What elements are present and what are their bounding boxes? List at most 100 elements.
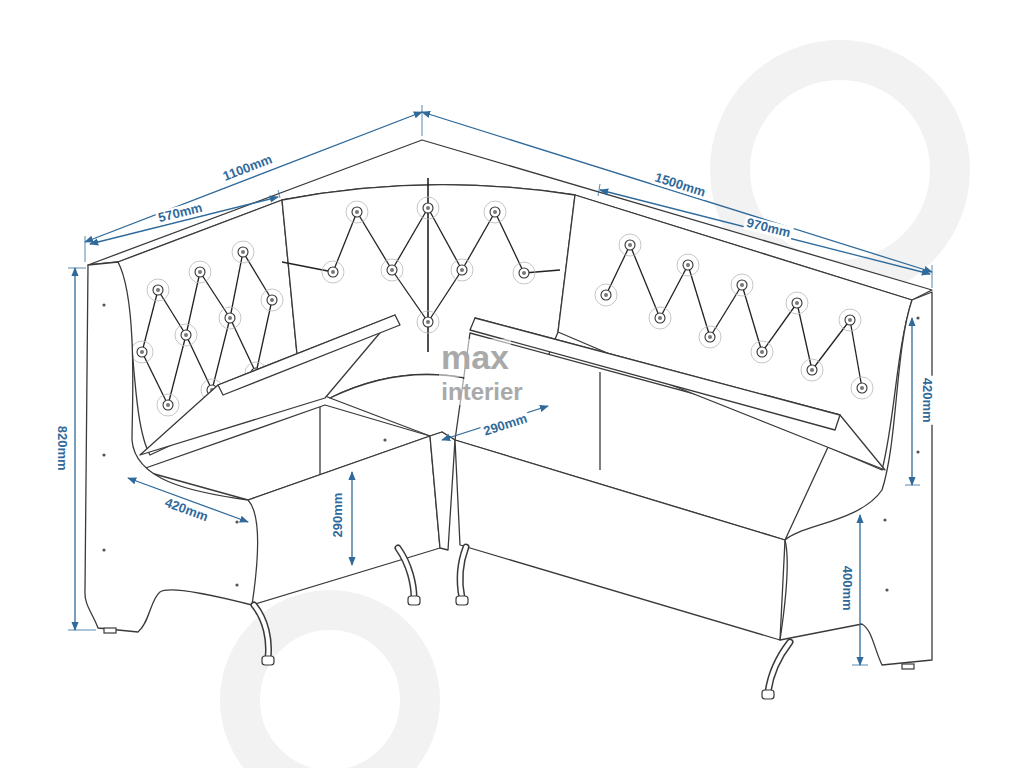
button-ring — [175, 324, 197, 346]
tuft-button — [238, 247, 248, 257]
extension-line — [278, 190, 280, 198]
tuft-seam — [762, 303, 797, 352]
dimension-label: 420mm — [919, 376, 933, 425]
dimension-label: 570mm — [155, 200, 206, 226]
screw-hole — [235, 583, 238, 586]
button-center — [795, 301, 799, 305]
tuft-button — [163, 400, 173, 410]
foot — [902, 664, 914, 669]
button-ring — [157, 394, 179, 416]
tuft-button — [683, 260, 693, 270]
button-center — [848, 318, 852, 322]
dimension-label: 290mm — [331, 491, 345, 540]
button-center — [760, 350, 764, 354]
dimension-label: 420mm — [161, 495, 212, 525]
tuft-seam — [392, 270, 428, 322]
dimension-line — [351, 472, 352, 565]
tuft-seam — [282, 262, 333, 272]
button-ring — [786, 292, 808, 314]
dimension-line — [859, 515, 860, 665]
tuft-button — [195, 267, 205, 277]
tuft-seam — [243, 252, 272, 300]
left-lid-edge — [218, 315, 400, 395]
foot — [456, 596, 468, 605]
tuft-button — [387, 265, 397, 275]
button-ring — [699, 326, 721, 348]
button-center — [860, 386, 864, 390]
tuft-button — [225, 313, 235, 323]
button-center — [270, 298, 274, 302]
button-ring — [417, 311, 439, 333]
foot — [262, 656, 274, 665]
dimension-line — [74, 268, 75, 630]
button-ring — [451, 259, 473, 281]
screw-hole — [102, 453, 105, 456]
button-ring — [801, 359, 823, 381]
dimension-line — [911, 318, 912, 485]
tuft-seam — [230, 318, 256, 373]
button-center — [604, 293, 608, 297]
right-end-panel — [780, 292, 932, 665]
dimension-label: 1500mm — [651, 170, 709, 200]
tuft-seam — [710, 285, 742, 337]
tuft-button — [792, 298, 802, 308]
legs-outline — [254, 547, 790, 692]
extension-line — [68, 630, 96, 631]
button-center — [522, 271, 526, 275]
tuft-seam — [142, 352, 168, 405]
tuft-button — [845, 315, 855, 325]
tufting — [131, 197, 873, 416]
tuft-seam — [606, 245, 630, 295]
screw-hole — [885, 588, 888, 591]
button-center — [628, 243, 632, 247]
button-center — [184, 333, 188, 337]
button-center — [241, 250, 245, 254]
leg — [398, 548, 414, 598]
button-ring — [232, 241, 254, 263]
tuft-seam — [742, 285, 762, 352]
extension-line — [932, 265, 933, 288]
tuft-seam — [850, 320, 862, 388]
button-center — [156, 288, 160, 292]
dimension-line — [600, 190, 930, 274]
tuft-button — [153, 285, 163, 295]
tuft-button — [423, 317, 433, 327]
leg — [768, 642, 790, 692]
screw-hole — [102, 548, 105, 551]
button-ring — [731, 274, 753, 296]
dimension-label: 1100mm — [220, 151, 277, 184]
button-center — [493, 210, 497, 214]
leg — [460, 547, 466, 598]
tuft-seam — [495, 212, 524, 273]
button-center — [355, 210, 359, 214]
extension-line — [905, 485, 920, 486]
tuft-button — [267, 295, 277, 305]
button-center — [708, 335, 712, 339]
left-end-panel — [85, 262, 258, 632]
screw-hole — [235, 520, 238, 523]
button-center — [228, 316, 232, 320]
button-center — [658, 316, 662, 320]
tuft-button — [737, 280, 747, 290]
screw-hole — [383, 438, 386, 441]
dimension-label: 820mm — [54, 424, 68, 473]
tuft-button — [757, 347, 767, 357]
watermark: interier — [439, 379, 524, 405]
dimension-line — [90, 197, 278, 244]
watermark: max — [439, 339, 511, 376]
button-ring — [346, 201, 368, 223]
tuft-button — [807, 365, 817, 375]
left-front-panel — [248, 436, 440, 605]
extension-line — [68, 268, 86, 269]
tuft-button — [352, 207, 362, 217]
button-ring — [417, 197, 439, 219]
button-ring — [649, 307, 671, 329]
tuft-button — [423, 203, 433, 213]
button-ring — [189, 261, 211, 283]
button-ring — [484, 201, 506, 223]
dimension-line — [85, 112, 422, 242]
button-center — [140, 350, 144, 354]
button-ring — [677, 254, 699, 276]
button-center — [331, 270, 335, 274]
